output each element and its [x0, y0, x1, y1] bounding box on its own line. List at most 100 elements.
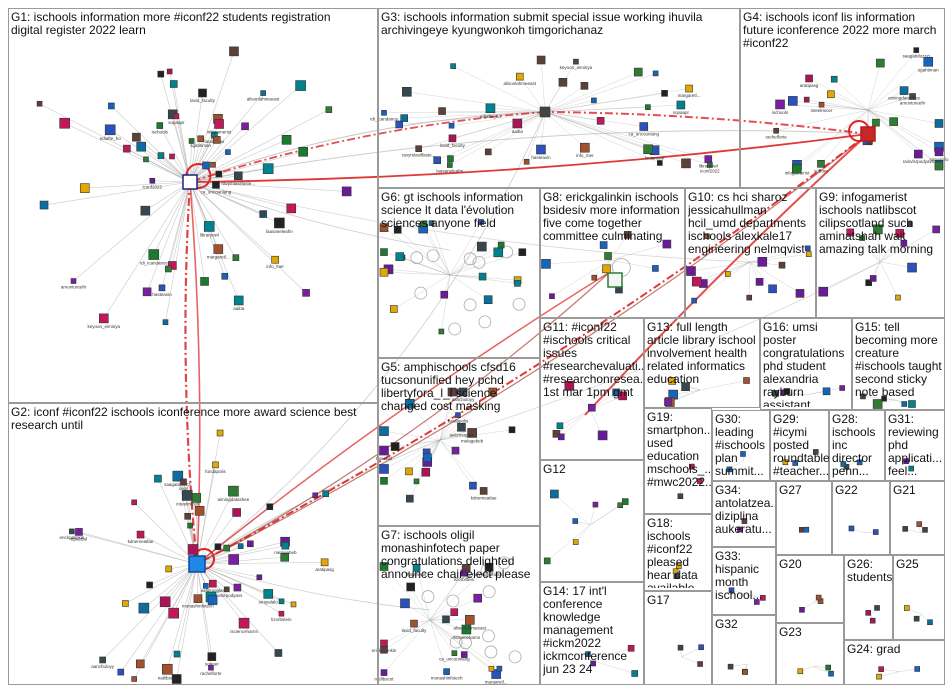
g2-node[interactable]	[181, 490, 193, 501]
g24-node[interactable]	[914, 666, 921, 672]
g4-node[interactable]	[909, 93, 916, 100]
g2-node[interactable]	[135, 659, 145, 669]
g6-node[interactable]	[393, 225, 402, 234]
g1-node[interactable]	[225, 149, 231, 155]
g8-node[interactable]	[599, 241, 608, 249]
g1-node[interactable]	[229, 46, 239, 57]
g9-node[interactable]	[865, 279, 872, 287]
g2-node[interactable]	[122, 600, 129, 607]
g9-node[interactable]	[895, 229, 905, 238]
g31-node[interactable]	[908, 465, 915, 472]
g34-node[interactable]	[741, 518, 748, 524]
g4-node[interactable]	[876, 58, 885, 68]
g1-node[interactable]	[197, 135, 204, 143]
g2-node[interactable]	[228, 485, 239, 497]
g10-node[interactable]	[704, 233, 710, 239]
g5-node[interactable]	[404, 398, 415, 409]
g6-node[interactable]	[438, 328, 445, 335]
g4-node[interactable]	[818, 101, 825, 108]
g8-node[interactable]	[591, 274, 598, 281]
g4-node[interactable]	[872, 118, 880, 127]
g15-node[interactable]	[860, 393, 866, 400]
hub-node-g8[interactable]	[607, 272, 623, 288]
g12-node[interactable]	[572, 518, 579, 524]
g19-node[interactable]	[689, 463, 695, 470]
g9-node[interactable]	[818, 286, 829, 297]
g1-node[interactable]	[233, 171, 243, 181]
g14-node[interactable]	[627, 645, 635, 652]
g10-node[interactable]	[757, 257, 768, 267]
g7-node[interactable]	[464, 615, 475, 625]
g2-node[interactable]	[69, 528, 75, 535]
g7-node[interactable]	[496, 665, 503, 672]
g21-node[interactable]	[902, 526, 909, 532]
g6-node[interactable]	[518, 248, 527, 256]
g7-node[interactable]	[410, 619, 418, 628]
g3-node[interactable]	[448, 134, 457, 143]
g1-node[interactable]	[108, 102, 115, 110]
g14-node[interactable]	[590, 660, 596, 667]
g9-node[interactable]	[895, 294, 901, 301]
g1-node[interactable]	[98, 313, 109, 324]
iconf-hub-node-g2[interactable]	[188, 555, 206, 573]
g5-node[interactable]	[451, 446, 460, 455]
g1-node[interactable]	[157, 70, 165, 78]
g10-node[interactable]	[686, 266, 696, 276]
g2-node[interactable]	[203, 583, 209, 589]
g23-node[interactable]	[825, 664, 831, 671]
g3-node[interactable]	[447, 162, 453, 168]
g1-node[interactable]	[259, 210, 266, 217]
g16-node[interactable]	[822, 387, 831, 396]
g9-node[interactable]	[900, 239, 908, 247]
g10-node[interactable]	[778, 261, 786, 269]
g2-node[interactable]	[193, 594, 203, 603]
g3-node[interactable]	[681, 158, 691, 169]
g20-node[interactable]	[799, 606, 805, 613]
g6-node[interactable]	[440, 290, 449, 299]
g2-node[interactable]	[187, 522, 193, 529]
g1-node[interactable]	[140, 205, 151, 216]
g31-node[interactable]	[903, 458, 910, 464]
g2-node[interactable]	[209, 579, 217, 588]
g4-node[interactable]	[791, 163, 802, 174]
g5-node[interactable]	[379, 445, 389, 456]
g1-node[interactable]	[325, 106, 333, 113]
g1-node[interactable]	[198, 88, 207, 98]
g3-node[interactable]	[523, 158, 530, 165]
g1-node[interactable]	[166, 68, 173, 75]
g5-node[interactable]	[458, 387, 468, 397]
g2-node[interactable]	[165, 565, 173, 573]
g29-node[interactable]	[792, 460, 798, 466]
g28-node[interactable]	[843, 464, 850, 470]
g6-node[interactable]	[380, 248, 388, 256]
g1-node[interactable]	[215, 170, 223, 178]
g5-node[interactable]	[488, 387, 498, 397]
g1-node[interactable]	[143, 156, 149, 163]
g5-node[interactable]	[390, 442, 400, 451]
g3-node[interactable]	[676, 100, 686, 110]
g28-node[interactable]	[856, 459, 863, 466]
g7-node[interactable]	[380, 669, 388, 676]
g13-node[interactable]	[743, 377, 750, 384]
g2-node[interactable]	[161, 663, 173, 675]
g2-node[interactable]	[214, 543, 222, 550]
g6-node[interactable]	[379, 223, 389, 232]
g1-node[interactable]	[221, 272, 229, 280]
g6-node[interactable]	[478, 219, 484, 225]
g19-node[interactable]	[697, 478, 703, 484]
g1-node[interactable]	[214, 119, 224, 129]
g1-node[interactable]	[148, 249, 160, 260]
g19-node[interactable]	[677, 493, 684, 500]
g33-node[interactable]	[754, 599, 760, 605]
g21-node[interactable]	[916, 521, 923, 527]
g26-node[interactable]	[869, 617, 876, 624]
g9-node[interactable]	[859, 235, 865, 241]
g6-node[interactable]	[428, 220, 435, 226]
g1-node[interactable]	[36, 100, 43, 107]
g1-node[interactable]	[156, 122, 164, 129]
g2-node[interactable]	[266, 503, 274, 511]
g10-node[interactable]	[725, 271, 731, 277]
g2-node[interactable]	[216, 429, 224, 437]
g7-node[interactable]	[491, 669, 501, 679]
g2-node[interactable]	[173, 650, 181, 658]
